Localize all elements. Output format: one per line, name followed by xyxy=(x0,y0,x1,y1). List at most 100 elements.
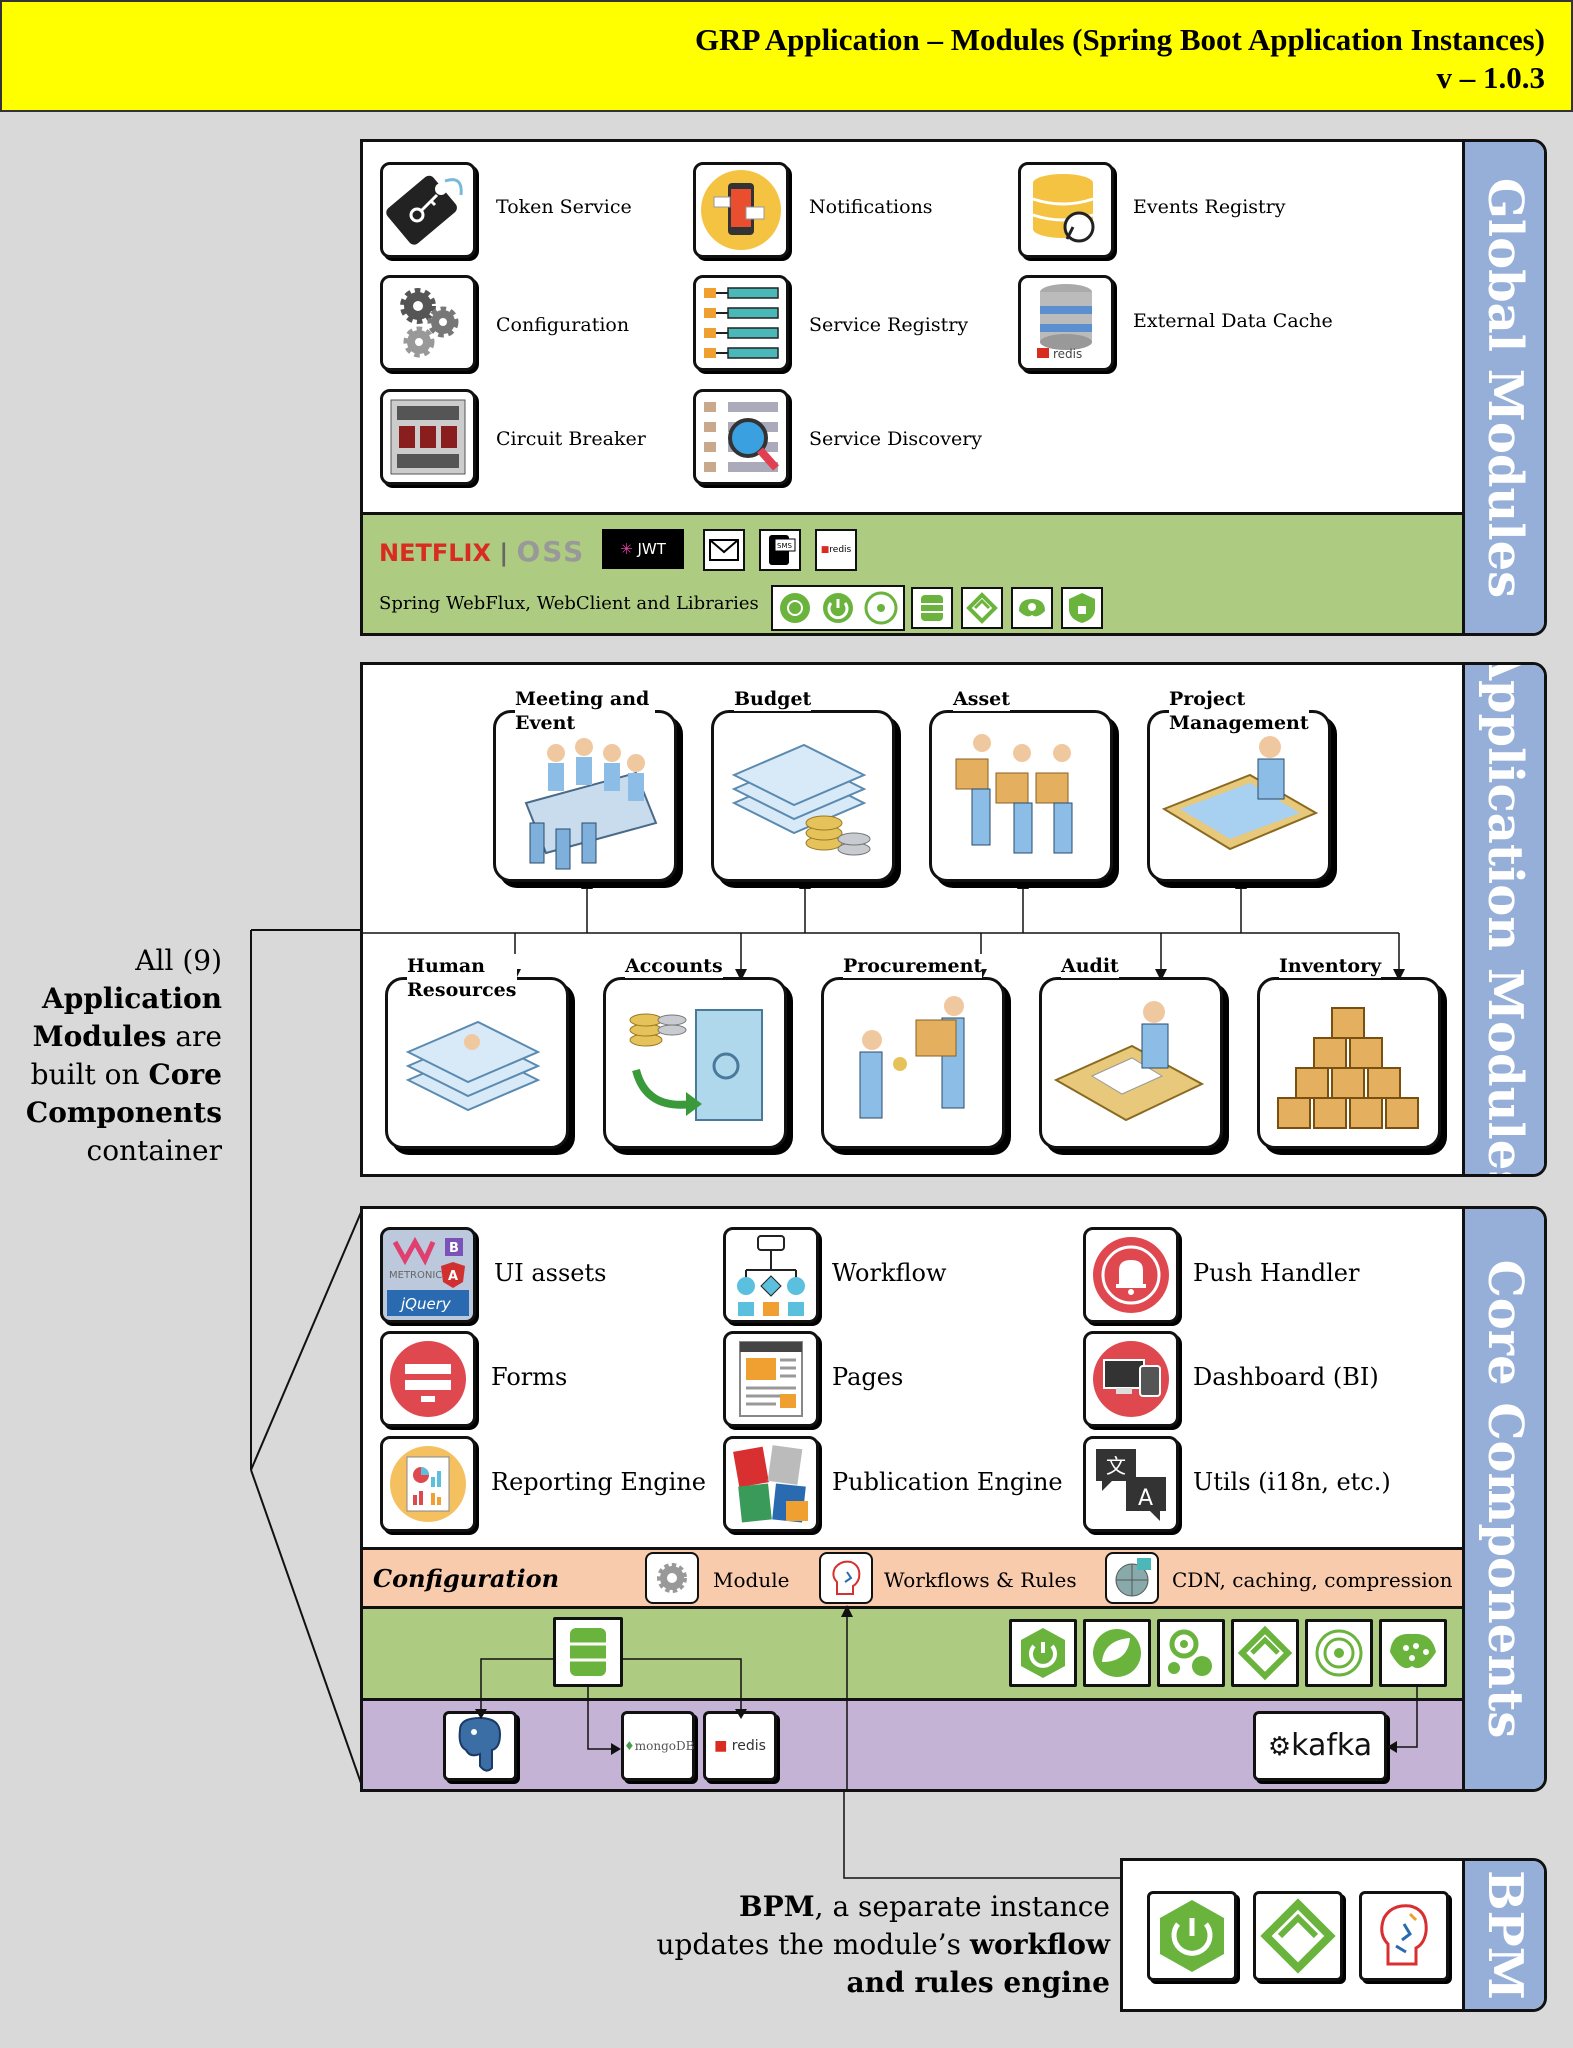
bpm-spring-boot-icon xyxy=(1147,1891,1237,1981)
module-meeting-event[interactable] xyxy=(493,710,677,882)
module-inventory[interactable] xyxy=(1257,977,1441,1149)
spring-cloud-stream-icon xyxy=(1379,1619,1447,1687)
service-discovery-label: Service Discovery xyxy=(809,428,983,450)
config-cdn-label: CDN, caching, compression xyxy=(1172,1568,1453,1592)
annotation-text: All (9) Application Modules are built on… xyxy=(25,944,222,1167)
publication-icon xyxy=(723,1436,819,1532)
module-budget[interactable] xyxy=(711,710,895,882)
bpm-rules-icon xyxy=(1359,1891,1449,1981)
database-events-icon xyxy=(1018,162,1114,258)
bpm-panel: BPM xyxy=(1120,1858,1547,2012)
publication-engine-label: Publication Engine xyxy=(832,1468,1063,1496)
phone-notification-icon xyxy=(693,162,789,258)
sms-icon: SMS xyxy=(759,529,801,571)
config-module-label: Module xyxy=(713,1568,790,1592)
spring-framework-icon xyxy=(1083,1619,1151,1687)
token-service-label: Token Service xyxy=(496,196,632,218)
spring-cloud-config-icon xyxy=(1157,1619,1225,1687)
global-modules-side-label: Global Modules xyxy=(1462,142,1544,633)
spring-reactor-icon xyxy=(1305,1619,1373,1687)
module-title-budget: Budget xyxy=(734,687,812,711)
header-bar: GRP Application – Modules (Spring Boot A… xyxy=(0,0,1573,112)
jwt-logo: ✳ JWT xyxy=(602,529,684,569)
external-data-cache-label: External Data Cache xyxy=(1133,310,1333,332)
events-registry-label: Events Registry xyxy=(1133,196,1286,218)
redis-logo: ■redis xyxy=(815,529,857,571)
version-label: v – 1.0.3 xyxy=(1436,60,1546,95)
spring-security-icon xyxy=(1061,587,1103,629)
reporting-engine-label: Reporting Engine xyxy=(491,1468,707,1496)
svg-text:SMS: SMS xyxy=(777,542,792,550)
global-libraries-bar: NETFLIX | OSS ✳ JWT SMS ■redis Spring We… xyxy=(363,512,1462,633)
module-title-project-management: Project Management xyxy=(1169,687,1309,735)
module-title-meeting-event: Meeting and Event xyxy=(515,687,655,735)
configuration-label: Configuration xyxy=(496,314,630,336)
svg-text:A: A xyxy=(1138,1486,1153,1511)
module-asset[interactable] xyxy=(929,710,1113,882)
workflow-icon xyxy=(723,1227,819,1323)
svg-text:B: B xyxy=(449,1241,459,1256)
workflow-label: Workflow xyxy=(832,1259,947,1287)
module-procurement[interactable] xyxy=(821,977,1005,1149)
module-accounts[interactable] xyxy=(603,977,787,1149)
module-human-resources[interactable] xyxy=(385,977,569,1149)
form-icon xyxy=(380,1331,476,1427)
report-icon xyxy=(380,1436,476,1532)
kafka-logo: ⚙kafka xyxy=(1253,1711,1387,1781)
svg-text:METRONIC: METRONIC xyxy=(389,1270,442,1281)
push-handler-label: Push Handler xyxy=(1193,1259,1360,1287)
spring-cloud-icon xyxy=(1011,587,1053,629)
data-store-bar: ♦mongoDB ■ redis ⚙kafka xyxy=(363,1701,1462,1789)
registry-list-icon xyxy=(693,275,789,371)
spring-data-db-icon xyxy=(553,1617,623,1687)
rules-engine-icon xyxy=(819,1552,873,1604)
token-tag-icon xyxy=(380,162,476,258)
bpm-description: BPM, a separate instance updates the mod… xyxy=(656,1890,1110,1999)
module-audit[interactable] xyxy=(1039,977,1223,1149)
cdn-icon xyxy=(1105,1552,1159,1604)
spring-integration-core-icon xyxy=(1231,1619,1299,1687)
spring-logos-group xyxy=(771,585,905,631)
global-modules-panel: Global Modules Token Service Notificatio… xyxy=(360,139,1547,636)
utils-label: Utils (i18n, etc.) xyxy=(1193,1468,1391,1496)
gears-icon xyxy=(380,275,476,371)
module-project-management[interactable] xyxy=(1147,710,1331,882)
spring-libraries-label: Spring WebFlux, WebClient and Libraries xyxy=(379,593,759,614)
page-title: GRP Application – Modules (Spring Boot A… xyxy=(694,22,1545,57)
spring-boot-icon xyxy=(1009,1619,1077,1687)
circuit-breaker-icon xyxy=(380,389,476,485)
module-title-inventory: Inventory xyxy=(1279,954,1382,978)
application-modules-side-label: Application Modules xyxy=(1462,665,1544,1174)
email-icon xyxy=(703,529,745,571)
svg-text:A: A xyxy=(448,1269,458,1284)
pages-label: Pages xyxy=(832,1363,904,1391)
svg-text:redis: redis xyxy=(1053,347,1082,361)
circuit-breaker-label: Circuit Breaker xyxy=(496,428,646,450)
module-title-accounts: Accounts xyxy=(625,954,723,978)
bpm-integration-icon xyxy=(1253,1891,1343,1981)
notifications-label: Notifications xyxy=(809,196,933,218)
core-tech-bar xyxy=(363,1609,1462,1701)
data-connector-lines xyxy=(475,1605,1418,1789)
configuration-bar: Configuration Module Workflows & Rules C… xyxy=(363,1547,1462,1609)
module-connector-lines xyxy=(363,877,1405,981)
core-components-side-label: Core Components xyxy=(1462,1209,1544,1789)
forms-label: Forms xyxy=(491,1363,568,1391)
config-workflows-label: Workflows & Rules xyxy=(884,1568,1077,1592)
application-modules-panel: Application Modules Meeting and Event Bu… xyxy=(360,662,1547,1177)
annotation-bracket-lines xyxy=(250,929,363,1787)
redis-cache-icon: redis xyxy=(1018,275,1114,371)
module-config-icon xyxy=(645,1552,699,1604)
module-title-audit: Audit xyxy=(1061,954,1119,978)
netflix-oss-logo: NETFLIX | OSS xyxy=(379,535,586,568)
svg-text:文: 文 xyxy=(1106,1454,1126,1478)
dashboard-icon xyxy=(1083,1331,1179,1427)
service-registry-label: Service Registry xyxy=(809,314,969,336)
spring-data-icon xyxy=(911,587,953,629)
ui-assets-label: UI assets xyxy=(494,1259,607,1287)
dashboard-bi-label: Dashboard (BI) xyxy=(1193,1363,1379,1391)
